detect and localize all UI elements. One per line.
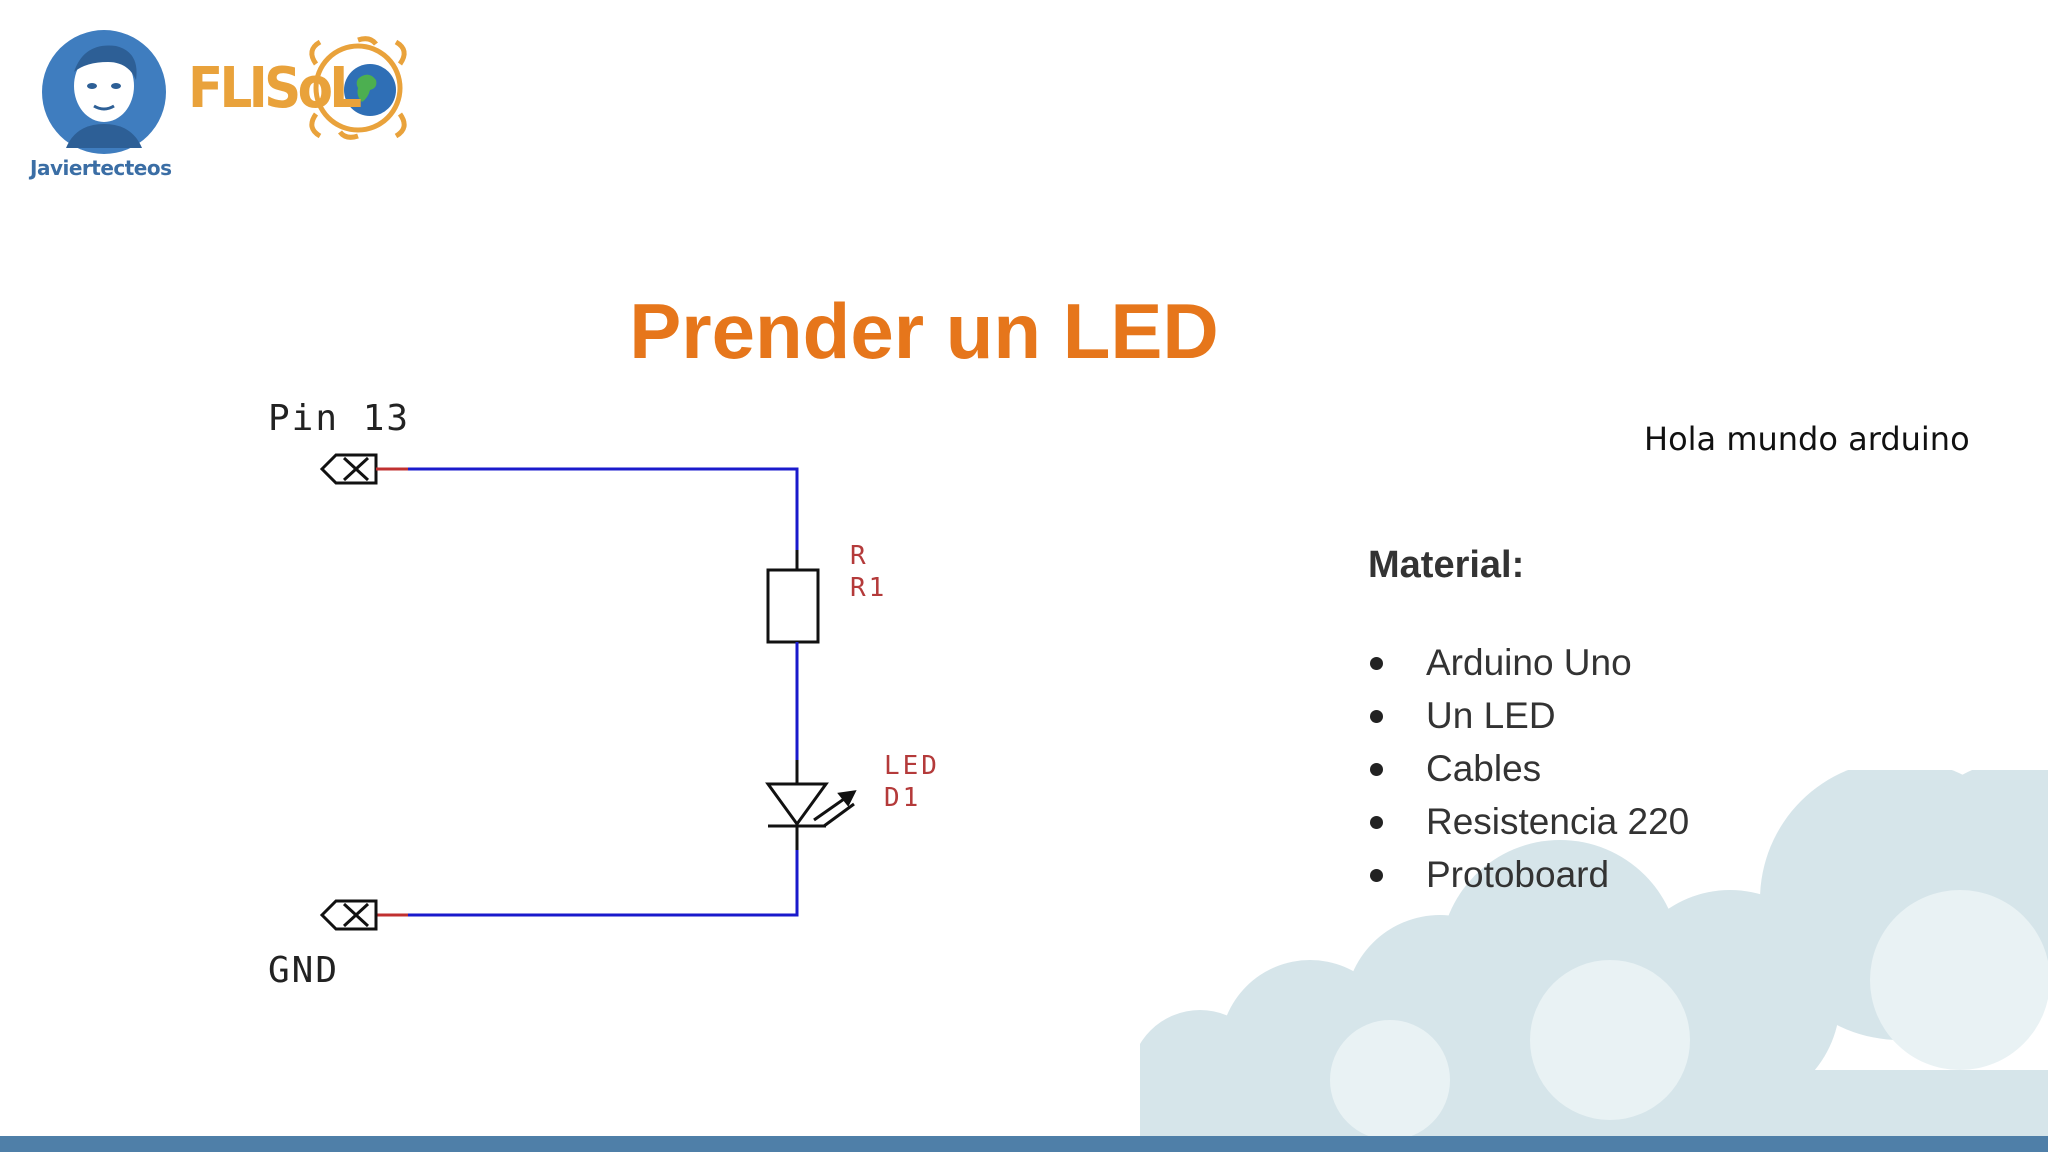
flisol-globe-logo-icon	[309, 36, 407, 140]
led-label: LED D1	[884, 750, 940, 814]
led-icon	[765, 760, 857, 850]
resistor-icon	[766, 568, 820, 644]
clouds-decoration	[1140, 770, 2048, 1136]
bullet-icon	[1370, 710, 1383, 723]
material-list: Arduino Uno Un LED Cables Resistencia 22…	[1368, 636, 1689, 901]
material-item-label: Protoboard	[1426, 854, 1610, 895]
pin13-connector-icon	[319, 453, 378, 485]
material-item-label: Resistencia 220	[1426, 801, 1690, 842]
bullet-icon	[1370, 657, 1383, 670]
resistor-type-label: R	[850, 541, 869, 571]
material-item-label: Cables	[1426, 748, 1542, 789]
led-type-label: LED	[884, 751, 940, 781]
material-heading: Material:	[1368, 544, 1525, 586]
bullet-icon	[1370, 869, 1383, 882]
resistor-ref-label: R1	[850, 573, 888, 603]
flisol-logo-text: FLISoL	[188, 56, 362, 121]
bullet-icon	[1370, 816, 1383, 829]
gnd-label: GND	[268, 950, 340, 991]
list-item: Arduino Uno	[1368, 636, 1689, 689]
pin13-label: Pin 13	[268, 398, 411, 439]
led-circuit-schematic	[319, 453, 857, 931]
avatar-portrait-icon	[42, 30, 166, 154]
slide-subtitle: Hola mundo arduino	[1644, 420, 1970, 458]
wire-bottom	[408, 850, 799, 917]
material-item-label: Arduino Uno	[1426, 642, 1632, 683]
gnd-connector-icon	[319, 899, 378, 931]
bottom-bar	[0, 1136, 2048, 1152]
resistor-label: R R1	[850, 540, 887, 604]
material-item-label: Un LED	[1426, 695, 1556, 736]
author-caption: Javiertecteos	[30, 156, 172, 180]
list-item: Un LED	[1368, 689, 1689, 742]
slide-title: Prender un LED	[629, 287, 1219, 375]
list-item: Cables	[1368, 742, 1689, 795]
list-item: Protoboard	[1368, 848, 1689, 901]
led-ref-label: D1	[884, 783, 922, 813]
wire-top	[408, 467, 799, 568]
bullet-icon	[1370, 763, 1383, 776]
list-item: Resistencia 220	[1368, 795, 1689, 848]
